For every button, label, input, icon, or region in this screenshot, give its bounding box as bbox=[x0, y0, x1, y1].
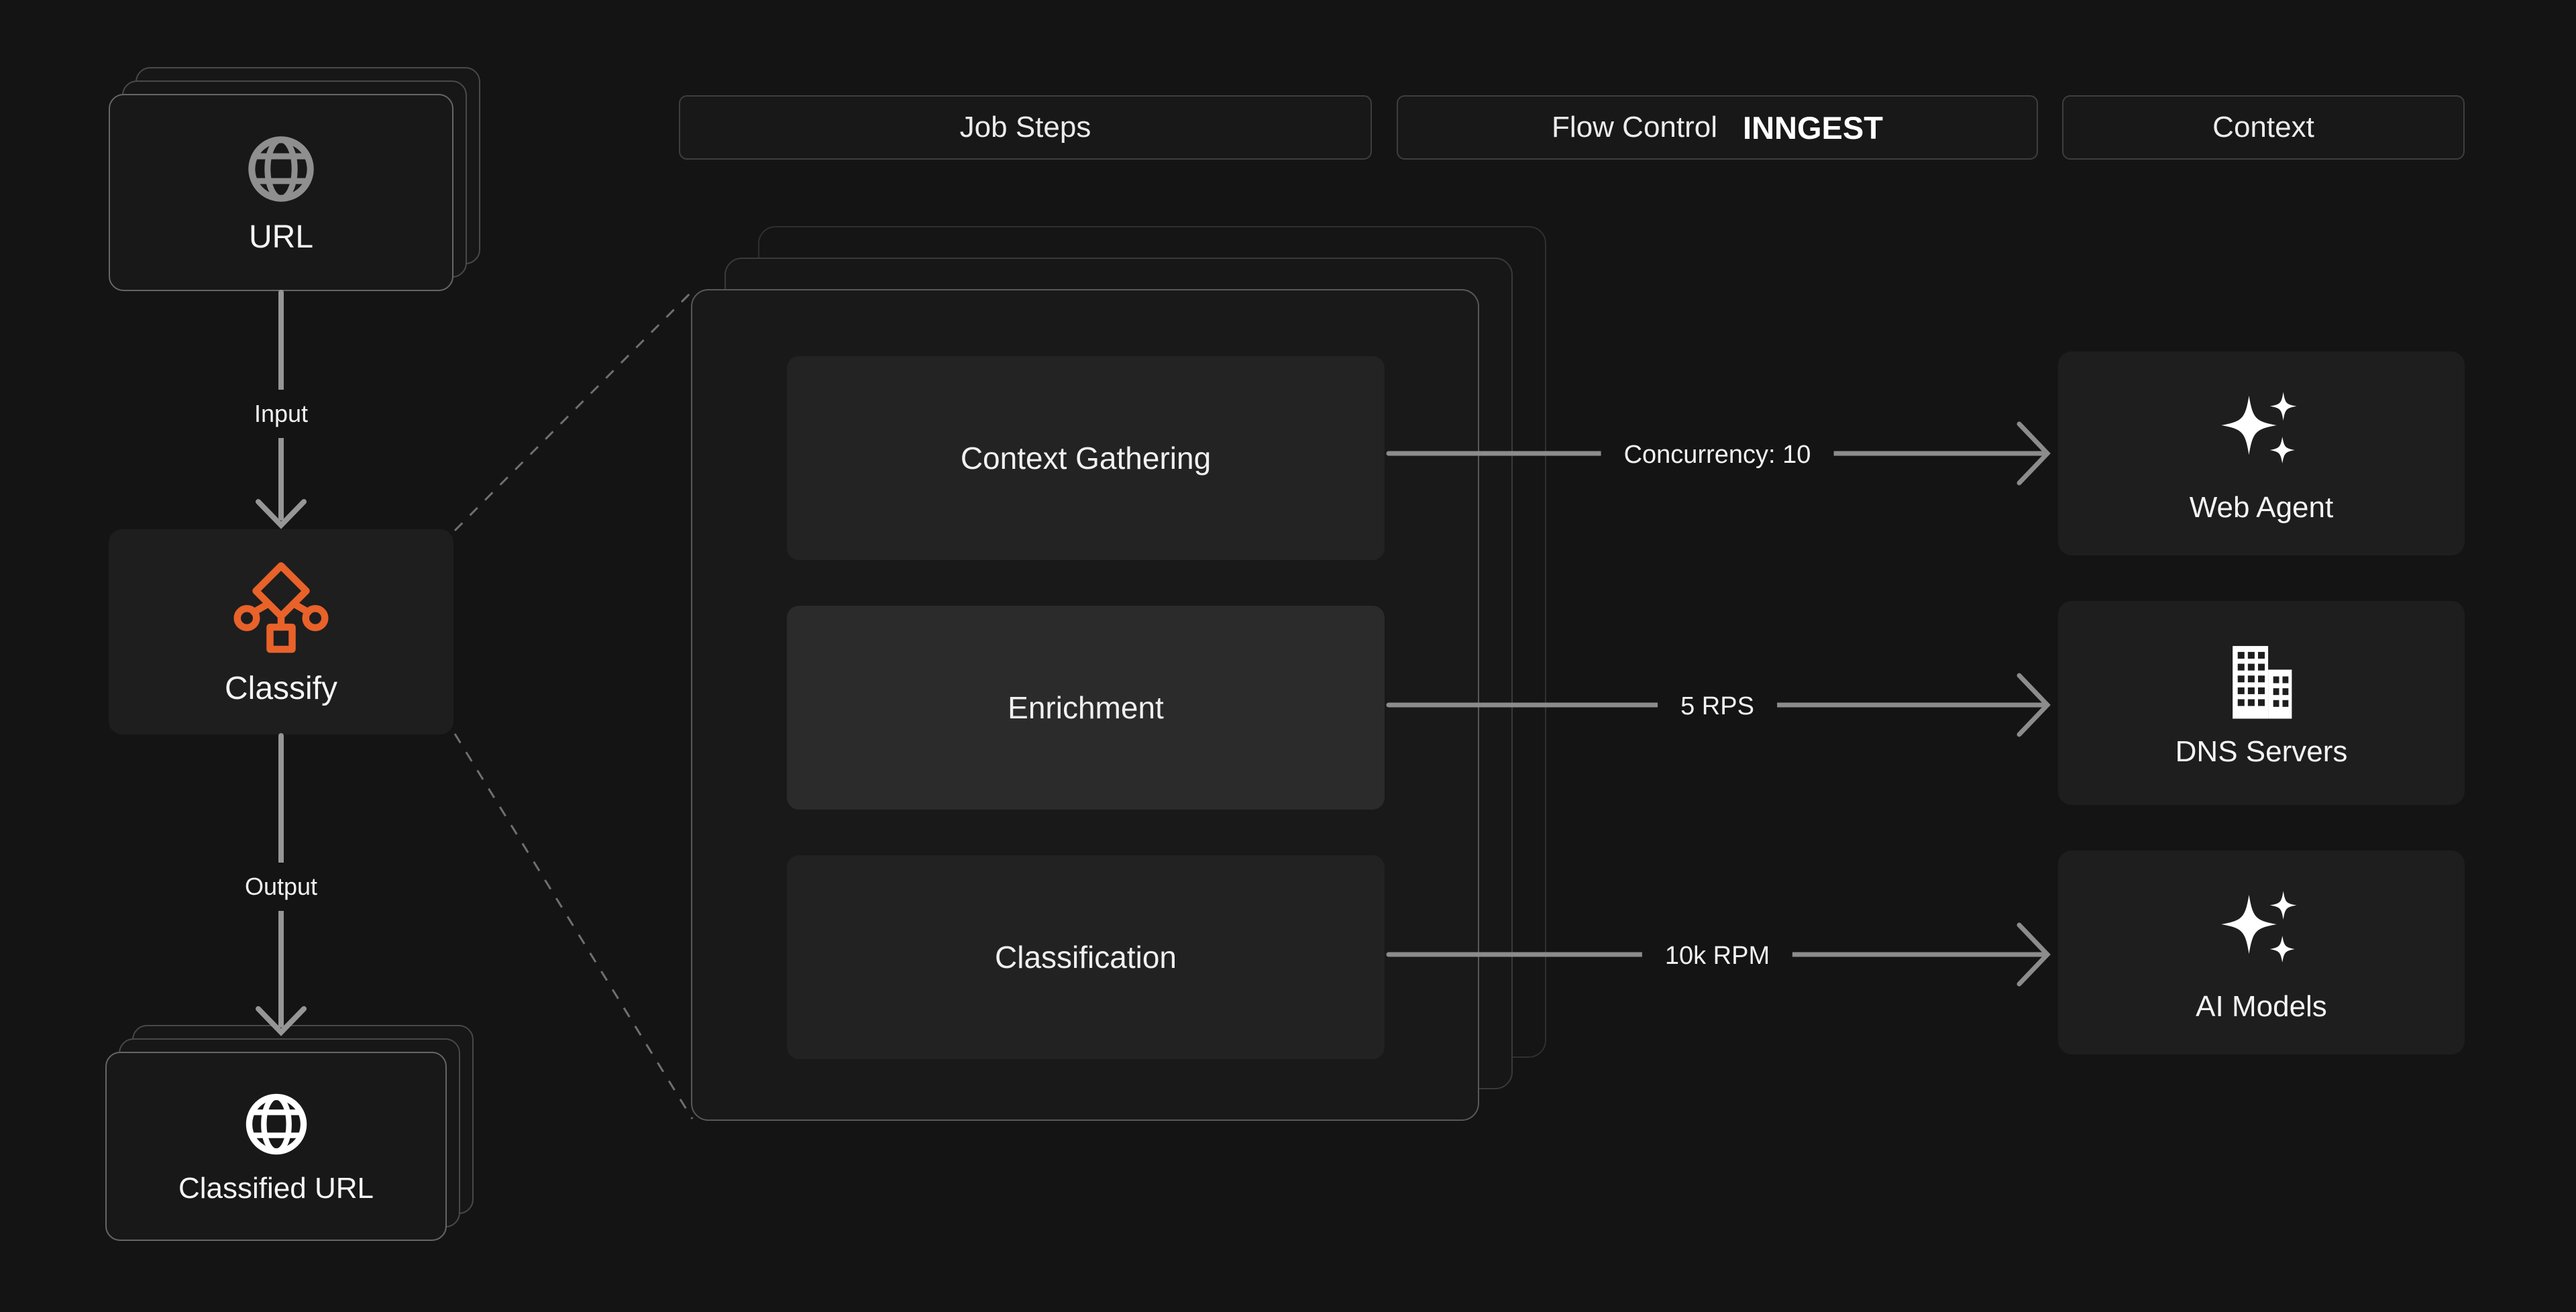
ai-models-label: AI Models bbox=[2196, 990, 2327, 1023]
globe-icon bbox=[248, 136, 314, 202]
ai-models-card: AI Models bbox=[2058, 851, 2465, 1054]
header-context-label: Context bbox=[2212, 111, 2314, 144]
concurrency-label: Concurrency: 10 bbox=[1601, 434, 1834, 476]
url-card: URL bbox=[109, 94, 453, 291]
rps-label: 5 RPS bbox=[1658, 686, 1777, 727]
web-agent-label: Web Agent bbox=[2189, 491, 2334, 524]
header-flow-control-label: Flow Control bbox=[1552, 111, 1718, 144]
web-agent-card: Web Agent bbox=[2058, 351, 2465, 555]
sparkles-icon bbox=[2221, 392, 2297, 463]
classify-card-label: Classify bbox=[224, 671, 338, 706]
step-enrichment-label: Enrichment bbox=[1008, 690, 1164, 725]
globe-icon-white bbox=[246, 1093, 307, 1155]
header-flow-control: Flow Control INNGEST bbox=[1397, 95, 2038, 160]
inngest-logo: INNGEST bbox=[1743, 109, 1883, 146]
output-arrow-label: Output bbox=[227, 863, 335, 911]
step-context-gathering: Context Gathering bbox=[787, 356, 1385, 560]
buildings-icon bbox=[2233, 646, 2292, 719]
classified-url-card: Classified URL bbox=[105, 1052, 447, 1241]
header-job-steps: Job Steps bbox=[679, 95, 1372, 160]
header-context: Context bbox=[2062, 95, 2465, 160]
classified-url-card-label: Classified URL bbox=[178, 1172, 374, 1205]
input-arrow-label: Input bbox=[236, 390, 326, 438]
expansion-dashed-lines bbox=[453, 290, 694, 1119]
step-enrichment: Enrichment bbox=[787, 606, 1385, 810]
step-context-gathering-label: Context Gathering bbox=[960, 441, 1212, 476]
rpm-label: 10k RPM bbox=[1642, 935, 1793, 977]
sparkles-icon bbox=[2221, 891, 2297, 963]
classify-tree-icon bbox=[233, 562, 329, 653]
dns-servers-label: DNS Servers bbox=[2175, 735, 2348, 768]
job-panel: Context Gathering Enrichment Classificat… bbox=[691, 289, 1479, 1121]
step-classification: Classification bbox=[787, 855, 1385, 1059]
url-card-label: URL bbox=[248, 219, 314, 255]
step-classification-label: Classification bbox=[995, 940, 1177, 975]
header-job-steps-label: Job Steps bbox=[959, 111, 1091, 144]
dns-servers-card: DNS Servers bbox=[2058, 601, 2465, 805]
classify-card: Classify bbox=[109, 529, 453, 734]
